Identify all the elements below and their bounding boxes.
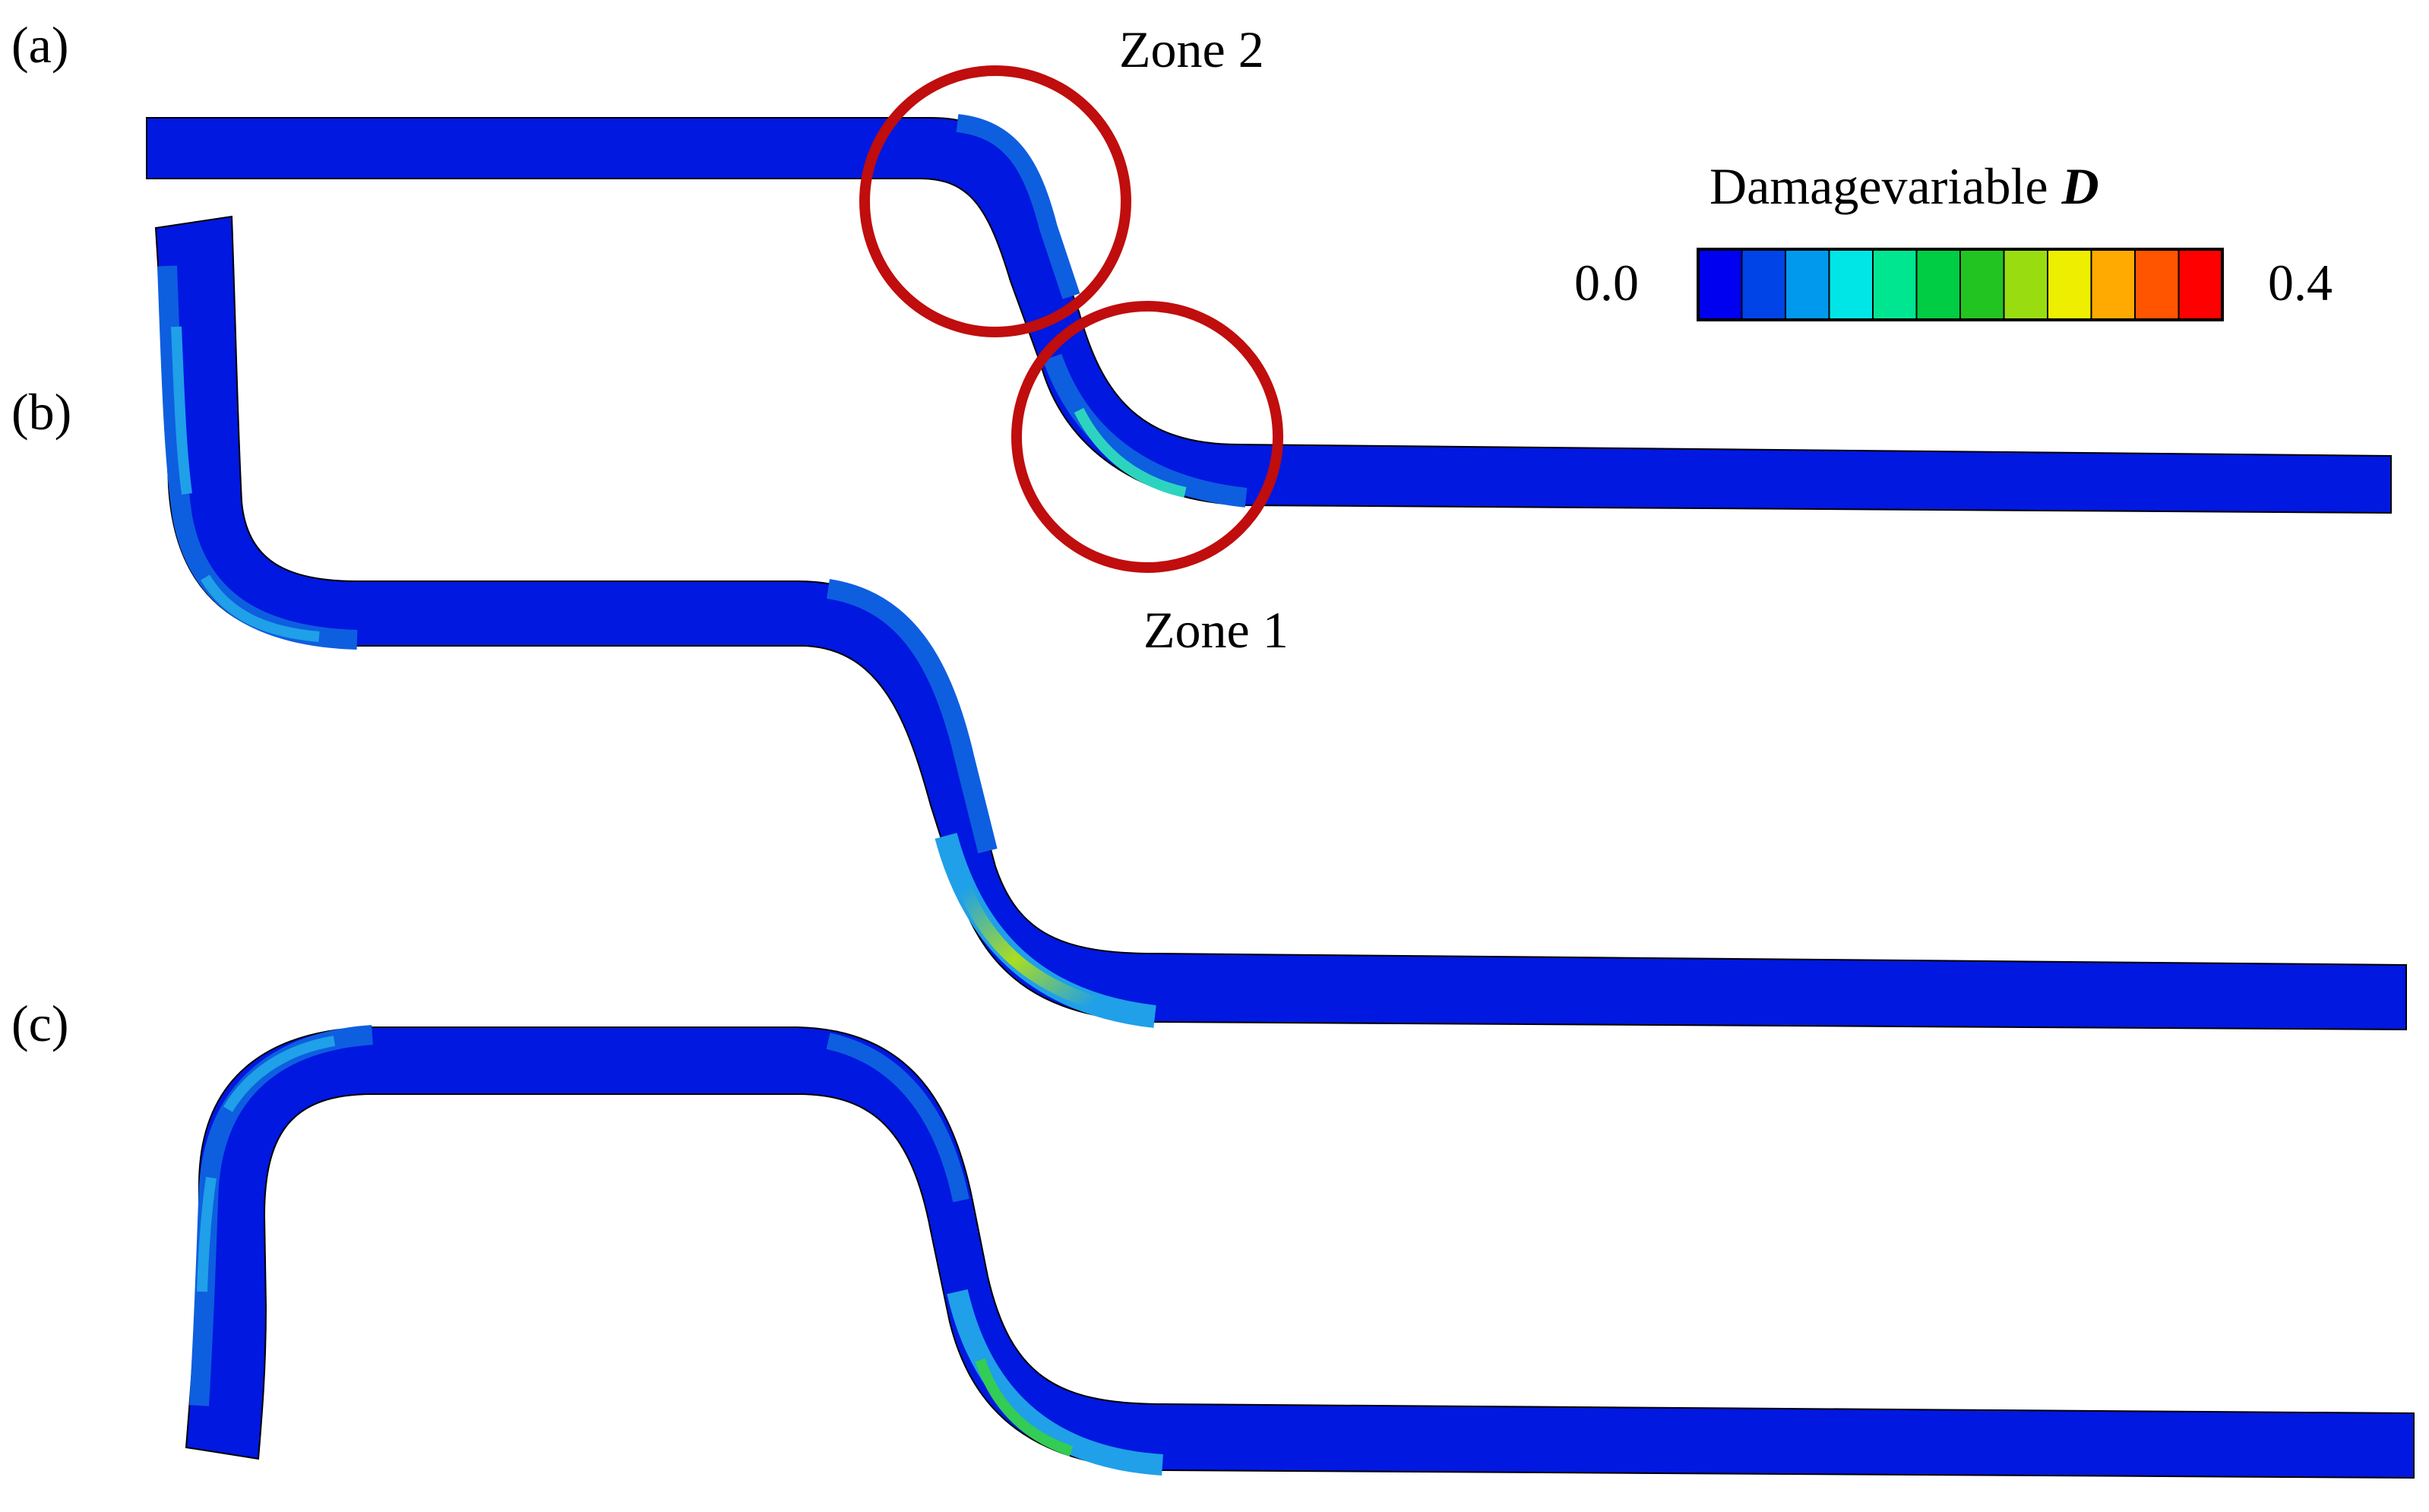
legend-swatch [1828,248,1874,321]
legend-title-text: Damagevariable [1709,157,2048,215]
legend-swatch [1959,248,2005,321]
damage-contour-c-top [826,1033,969,1203]
legend-swatch [1741,248,1786,321]
zone-2-label: Zone 2 [1119,21,1264,78]
zone-1-label: Zone 1 [1143,601,1289,659]
damage-contour-c-lower [947,1289,1163,1476]
zone-1-marker [1011,301,1283,573]
damage-contour-b-lower-hot [958,886,1096,1010]
legend-swatch [1915,248,1961,321]
legend-swatch [1785,248,1830,321]
legend-min-label: 0.0 [1574,254,1639,312]
zone-2-marker [859,65,1131,337]
specimen-c-body [185,1026,2415,1479]
panel-label-b: (b) [11,383,71,441]
damage-contour-a-lower [1042,353,1248,508]
damage-contour-c-left-hot [197,1036,336,1292]
legend-swatch [2178,248,2223,321]
legend-swatch [1697,248,1743,321]
legend-swatch [2003,248,2048,321]
damage-contour-c-lower-hot [975,1358,1074,1457]
legend-bar-outline [1697,248,2224,321]
panel-label-c: (c) [11,995,68,1052]
legend-max-label: 0.4 [2268,254,2333,312]
panel-b-specimen [154,215,2407,1031]
panel-label-a: (a) [11,16,68,74]
damage-contour-a-lower-hot [1074,407,1187,498]
panel-c-specimen [185,1025,2415,1479]
legend-swatch [2047,248,2092,321]
damage-contour-a-upper [956,114,1080,299]
damage-contour-b-mid [826,579,998,854]
panel-a-specimen [146,114,2392,514]
legend-swatch [2090,248,2136,321]
legend-swatch [1872,248,1918,321]
legend-symbol: D [2061,157,2099,215]
legend-color-bar [1697,248,2224,321]
damage-contour-b-left-hot [171,326,320,642]
legend-swatch [2134,248,2180,321]
